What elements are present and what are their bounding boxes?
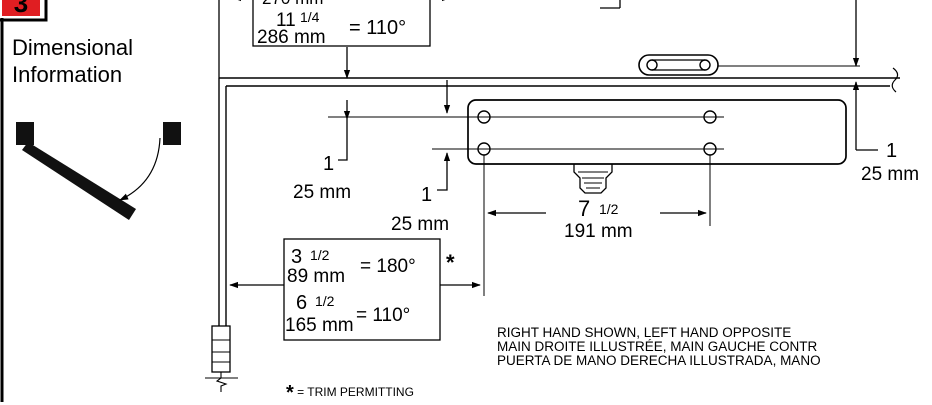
hole-spacing-inch-fraction: 1/2	[599, 201, 619, 217]
reveal-row1-star: *	[446, 250, 455, 275]
footnote-text: = TRIM PERMITTING	[297, 385, 414, 399]
reveal-row2-fraction: 1/2	[315, 293, 335, 309]
step-number: 3	[14, 0, 28, 18]
arm-shoe	[638, 54, 719, 76]
reveal-row1-whole: 3	[291, 246, 302, 268]
top-cut-text: 270 mm	[262, 0, 323, 8]
trim-footnote: * = TRIM PERMITTING	[286, 382, 414, 405]
reveal-row2-angle: = 110°	[356, 305, 410, 326]
sidebar-title-line2: Information	[12, 62, 123, 87]
hole-spacing-mm: 191 mm	[564, 221, 633, 242]
reveal-row2-mm: 165 mm	[285, 315, 354, 336]
top-mm: 286 mm	[257, 27, 326, 48]
handing-note-es: PUERTA DE MANO DERECHA ILLUSTRADA, MANO	[497, 353, 821, 368]
reveal-dimension-box	[283, 238, 441, 341]
frame-jamb	[205, 78, 238, 392]
door-closer-body	[467, 99, 847, 165]
sidebar-title-line1: Dimensional	[12, 35, 134, 60]
reveal-row1-mm: 89 mm	[287, 266, 345, 287]
mid-offset-inch: 1	[421, 184, 432, 206]
left-offset-inch: 1	[323, 153, 334, 175]
right-offset-mm: 25 mm	[861, 164, 919, 185]
top-inch-fraction: 1/4	[300, 9, 320, 25]
frame-head	[219, 67, 900, 93]
closer-valve	[573, 164, 613, 194]
top-dimension-box	[252, 0, 431, 47]
left-offset-mm: 25 mm	[293, 182, 351, 203]
handing-note-en: RIGHT HAND SHOWN, LEFT HAND OPPOSITE	[497, 325, 792, 340]
reveal-row1-angle: = 180°	[360, 256, 416, 277]
reveal-row2-whole: 6	[296, 292, 307, 314]
handing-note: RIGHT HAND SHOWN, LEFT HAND OPPOSITE MAI…	[497, 326, 821, 368]
footnote-star: *	[286, 382, 294, 404]
mid-offset-mm: 25 mm	[391, 214, 449, 235]
reveal-row1-fraction: 1/2	[310, 247, 330, 263]
top-inch-whole: 11	[276, 10, 296, 31]
top-angle: = 110°	[349, 17, 406, 39]
step-badge: 3	[0, 0, 48, 22]
right-offset-inch: 1	[886, 140, 897, 162]
hole-spacing-inch-whole: 7	[578, 196, 590, 221]
sidebar-title: Dimensional Information	[12, 34, 133, 88]
handing-note-fr: MAIN DROITE ILLUSTRÉE, MAIN GAUCHE CONTR	[497, 339, 818, 354]
door-swing-icon	[16, 122, 181, 220]
